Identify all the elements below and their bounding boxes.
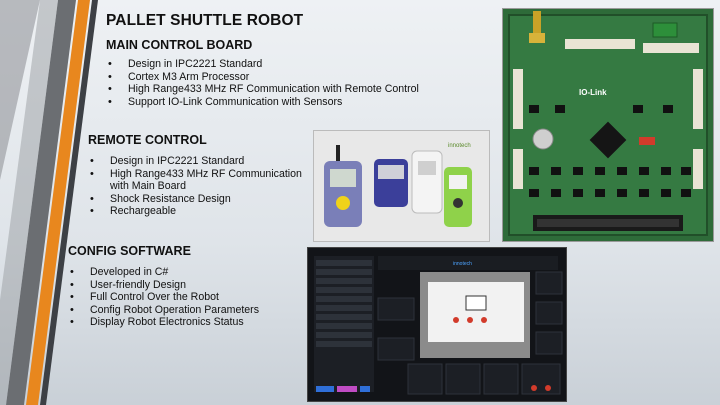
software-list: Developed in C# User-friendly Design Ful… (68, 266, 303, 329)
remote-brand: innotech (448, 143, 471, 149)
list-item: Display Robot Electronics Status (68, 316, 303, 329)
list-item: User-friendly Design (68, 279, 303, 292)
list-item: Developed in C# (68, 266, 303, 279)
list-item: Cortex M3 Arm Processor (106, 71, 501, 84)
list-item: Shock Resistance Design (88, 193, 313, 206)
remote-control-image: innotech (313, 130, 490, 242)
remote-heading: REMOTE CONTROL (88, 133, 207, 147)
list-item: Full Control Over the Robot (68, 291, 303, 304)
page-title: PALLET SHUTTLE ROBOT (106, 12, 304, 29)
list-item: High Range433 MHz RF Communication with … (88, 168, 313, 193)
software-heading: CONFIG SOFTWARE (68, 244, 191, 258)
list-item: Design in IPC2221 Standard (88, 155, 313, 168)
list-item: High Range433 MHz RF Communication with … (106, 83, 501, 96)
config-software-screenshot: innotech (307, 247, 567, 402)
remote-list: Design in IPC2221 Standard High Range433… (88, 155, 313, 218)
software-brand: innotech (453, 261, 472, 267)
main-board-heading: MAIN CONTROL BOARD (106, 38, 253, 52)
main-board-list: Design in IPC2221 Standard Cortex M3 Arm… (106, 58, 501, 108)
list-item: Rechargeable (88, 205, 313, 218)
list-item: Support IO-Link Communication with Senso… (106, 96, 501, 109)
board-label: IO-Link (579, 88, 607, 97)
list-item: Design in IPC2221 Standard (106, 58, 501, 71)
list-item: Config Robot Operation Parameters (68, 304, 303, 317)
circuit-board-image: IO-Link (502, 8, 714, 242)
